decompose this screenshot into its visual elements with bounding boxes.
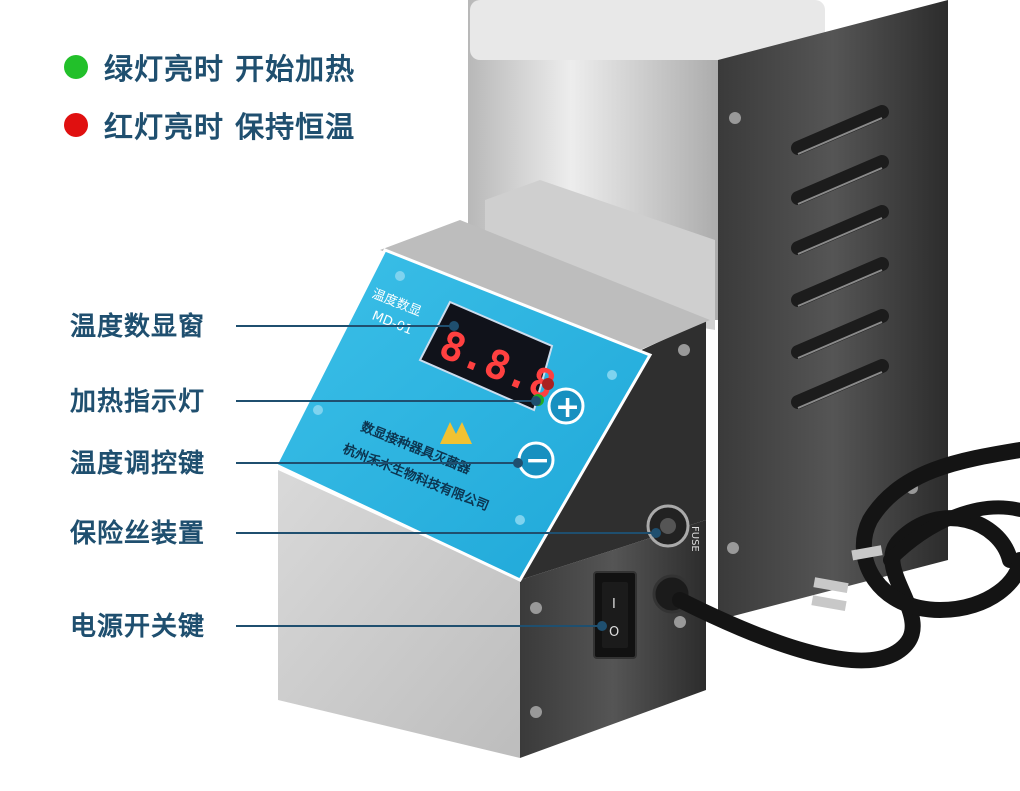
leader-fuse: [236, 528, 661, 538]
leader-temp-control: [236, 458, 523, 468]
callout-power-switch: 电源开关键: [70, 612, 206, 642]
top-rim: [470, 0, 825, 60]
callout-temp-control: 温度调控键: [70, 449, 206, 479]
svg-text:O: O: [609, 625, 619, 640]
plus-button-shape: [547, 387, 585, 425]
callout-display-window: 温度数显窗: [70, 312, 206, 342]
upper-body-side: [718, 0, 948, 620]
legend-red-text: 红灯亮时 保持恒温: [104, 110, 356, 144]
legend-green-text: 绿灯亮时 开始加热: [104, 52, 356, 86]
green-dot-icon: [64, 55, 88, 79]
svg-text:FUSE: FUSE: [689, 526, 700, 552]
slanted-cover: [380, 220, 710, 350]
leader-power-switch: [236, 621, 607, 631]
red-dot-icon: [64, 113, 88, 137]
legend-green: 绿灯亮时 开始加热: [64, 46, 355, 88]
power-cord: [652, 442, 1020, 669]
legend-red: 红灯亮时 保持恒温: [64, 104, 355, 146]
leader-display-window: [236, 321, 459, 331]
lower-box-front: [278, 470, 520, 758]
callout-heating-indicator: 加热指示灯: [70, 387, 206, 417]
plug: [811, 545, 883, 612]
control-panel: [273, 248, 653, 582]
callout-fuse: 保险丝装置: [70, 519, 206, 549]
leader-heating-indicator: [236, 396, 541, 406]
vent-slots: [791, 105, 889, 409]
power-switch: I O: [593, 571, 637, 659]
svg-text:I: I: [612, 597, 616, 612]
brand-logo: [440, 422, 472, 444]
svg-text:−: −: [525, 443, 550, 478]
led-red: [542, 378, 554, 390]
svg-text:+: +: [555, 390, 580, 425]
